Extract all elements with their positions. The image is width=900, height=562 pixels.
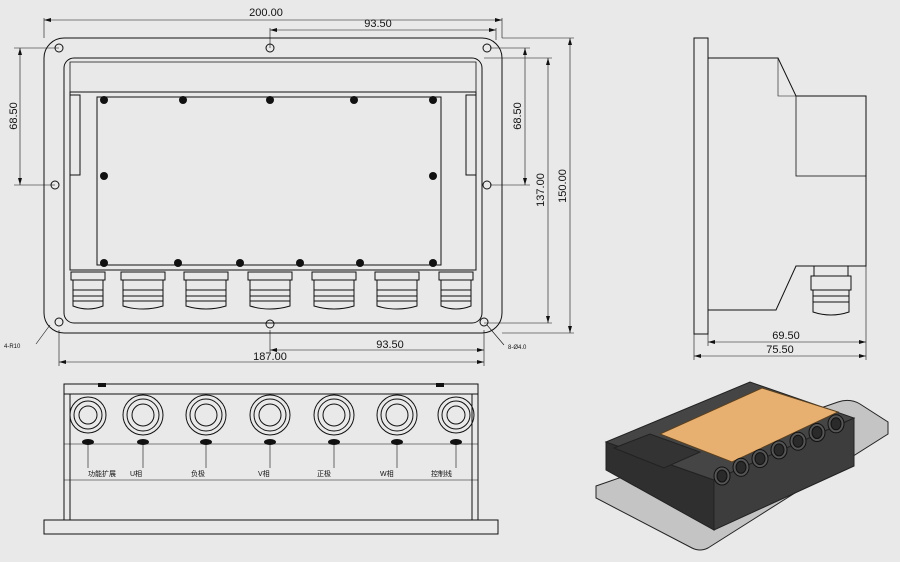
housing-top-band <box>69 61 477 93</box>
side-flange <box>693 37 709 335</box>
top-dimensions <box>14 18 574 366</box>
side-view: 69.50 75.50 <box>693 37 867 360</box>
cable-gland-front <box>249 394 291 468</box>
cable-gland-top <box>247 271 293 310</box>
cover-screws <box>100 96 437 267</box>
cover-plate <box>96 96 442 266</box>
housing-outline <box>69 91 477 271</box>
cable-gland-front <box>313 394 355 468</box>
side-dimensions <box>693 266 867 360</box>
right-rib <box>465 94 476 176</box>
dim-height-150: 150.00 <box>557 169 569 203</box>
isometric-render <box>595 381 889 551</box>
cable-glands-top <box>70 271 474 310</box>
side-gland <box>810 265 852 316</box>
cable-gland-top <box>120 271 166 310</box>
front-view <box>43 383 499 535</box>
dim-overall-width: 200.00 <box>249 7 283 19</box>
render-gland <box>732 457 750 477</box>
cable-gland-top <box>374 271 420 310</box>
cable-gland-top <box>311 271 357 310</box>
body-outline <box>63 57 483 324</box>
render-gland <box>827 414 845 434</box>
cable-glands-front <box>69 394 475 468</box>
render-cover-plate <box>658 387 840 463</box>
front-body <box>63 383 479 521</box>
dim-left-height: 68.50 <box>8 102 20 130</box>
cable-gland-top <box>183 271 229 310</box>
side-top-block <box>795 95 867 177</box>
render-gland <box>808 423 826 442</box>
render-gland <box>770 440 788 460</box>
cable-gland-front <box>437 396 475 468</box>
dim-top-offset: 93.50 <box>364 18 392 30</box>
note-corner-radius: 4-R10 <box>4 344 21 350</box>
mounting-holes <box>50 43 492 329</box>
render-gland <box>713 466 731 486</box>
cable-gland-front <box>185 394 227 468</box>
side-body <box>708 57 867 311</box>
dim-bottom-offset: 93.50 <box>376 339 404 351</box>
cable-gland-front <box>122 394 164 468</box>
cable-gland-top <box>438 271 474 310</box>
dim-right-height: 68.50 <box>512 102 524 130</box>
front-flange <box>43 519 499 535</box>
cable-gland-front <box>69 396 107 468</box>
dimension-arrows <box>18 18 572 364</box>
cable-gland-front <box>376 394 418 468</box>
render-gland <box>751 449 769 469</box>
top-view: 200.00 93.50 68.50 68.50 137.00 150.00 1… <box>4 7 574 366</box>
left-rib <box>70 94 81 176</box>
note-holes: 8-Ø4.0 <box>508 345 527 351</box>
cable-gland-top <box>70 271 106 310</box>
dim-height-137: 137.00 <box>535 173 547 207</box>
dim-69-50: 69.50 <box>772 330 800 342</box>
flange-outline <box>43 37 503 334</box>
dim-75-50: 75.50 <box>766 344 794 356</box>
render-glands <box>713 414 845 486</box>
render-gland <box>789 431 807 451</box>
dim-bottom-width: 187.00 <box>253 351 287 363</box>
